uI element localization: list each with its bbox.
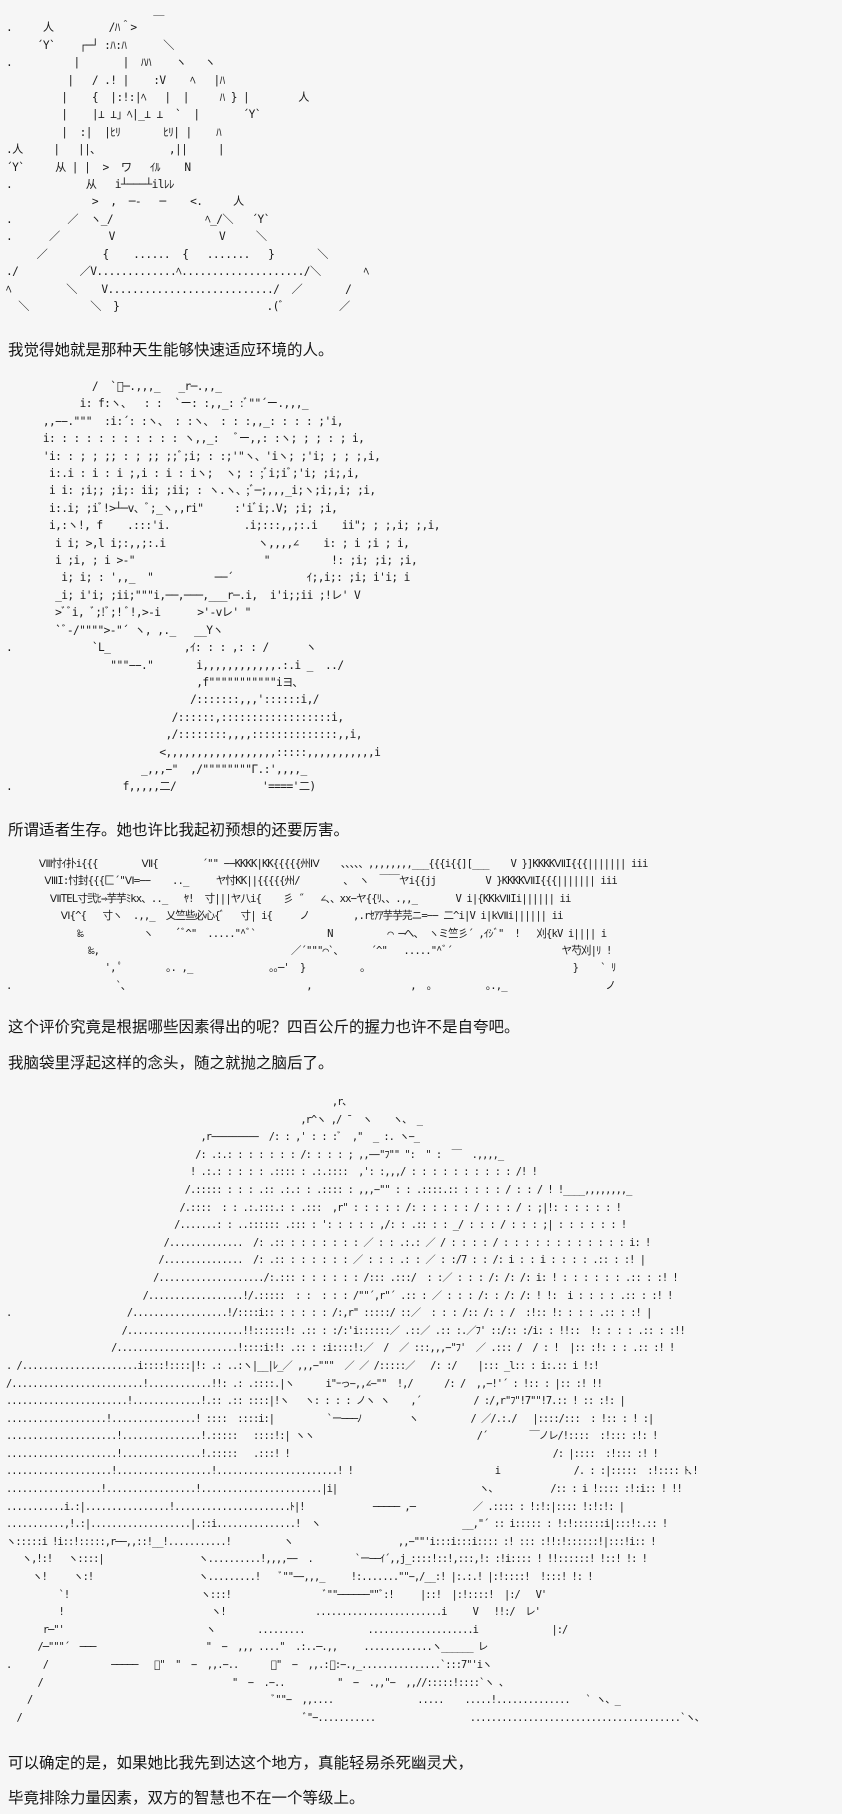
narrative-paragraph: 我觉得她就是那种天生能够快速适应环境的人。 <box>8 341 334 359</box>
ascii-art-girl-standing: / `ﾞ─.,,,_ _r─.,,_ i: f:ヽ、 : : `ー: :,,_:… <box>6 380 441 794</box>
ascii-art-crowd-hands: Ⅷ忖ｲ扑i{{{ Ⅶ{ ´"" −−KKKK|KK{{{{{州Ⅳ 、、、、、,,… <box>6 858 648 992</box>
narrative-paragraph: 毕竟排除力量因素，双方的智慧也不在一个等级上。 <box>8 1789 365 1807</box>
ascii-art-girl-closeup: ,r､ ,r^ヽ ,/ ¯ ヽ ヽ、 _ ,r−−−−−−−−− /: : ,'… <box>6 1096 705 1724</box>
ascii-art-girl-cheering: ＿ . 人 /ﾊ＾> ´Y` ┌─┘ :ﾊ:ﾊ ＼ . | | ﾊﾊ ヽ ヽ |… <box>6 4 369 313</box>
narrative-paragraph: 我脑袋里浮起这样的念头，随之就抛之脑后了。 <box>8 1054 334 1072</box>
narrative-paragraph: 可以确定的是，如果她比我先到达这个地方，真能轻易杀死幽灵犬， <box>8 1754 474 1772</box>
narrative-paragraph: 所谓适者生存。她也许比我起初预想的还要厉害。 <box>8 821 350 839</box>
narrative-paragraph: 这个评价究竟是根据哪些因素得出的呢？四百公斤的握力也许不是自夸吧。 <box>8 1018 520 1036</box>
